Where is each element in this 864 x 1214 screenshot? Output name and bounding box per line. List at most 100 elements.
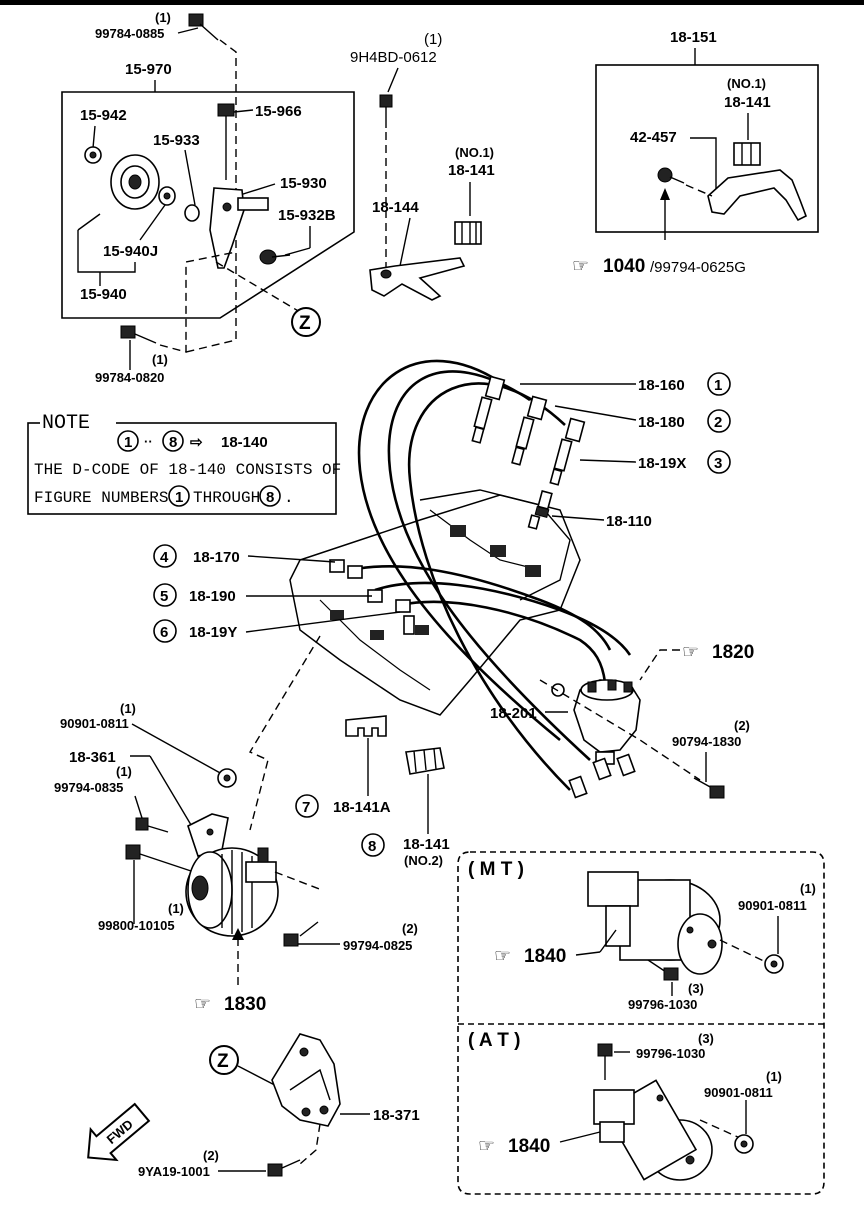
mount-bolt-qty: (2)	[203, 1148, 219, 1163]
ref-pointer-icon: ☞	[682, 642, 699, 663]
cylinder-head-icon	[289, 489, 581, 716]
leader-line	[139, 204, 166, 241]
svg-text:THROUGH: THROUGH	[193, 489, 260, 507]
callout-7: 7	[295, 794, 319, 818]
note-title: NOTE	[42, 412, 90, 435]
long-bolt-icon	[125, 844, 201, 875]
plug-boot-4-icon	[329, 559, 415, 635]
svg-text:1: 1	[714, 377, 722, 394]
alt-bolt1-qty: (1)	[116, 764, 132, 779]
arrow-icon	[232, 928, 244, 940]
pulley-icon	[110, 154, 160, 210]
leader-line	[575, 951, 601, 956]
svg-text:1: 1	[124, 434, 132, 451]
ref-1040: 1040	[603, 256, 645, 277]
assy-15-970-box	[61, 91, 355, 319]
bolt-icon	[120, 325, 157, 344]
plug-boot-3-icon	[549, 417, 586, 486]
arrow-icon	[660, 188, 670, 200]
leader-bracket	[77, 230, 136, 273]
leader-line	[690, 137, 717, 200]
callout-3: 3	[707, 450, 731, 474]
clip-no1-b-qty: (NO.1)	[727, 76, 766, 91]
mt-at-box	[457, 851, 825, 1195]
leader-dashed	[274, 871, 323, 891]
bolt-top-qty: (1)	[155, 10, 171, 25]
label-15-940j: 15-940J	[103, 243, 158, 260]
adjust-bolt-icon	[217, 103, 235, 180]
callout-8: 8	[361, 833, 385, 857]
ref-pointer-icon: ☞	[494, 946, 511, 967]
ref-1830: 1830	[224, 994, 266, 1015]
spark-plug-icon	[527, 489, 553, 530]
leader-dashed	[719, 939, 771, 965]
bolt-bottom-pn: 99784-0820	[95, 370, 164, 385]
nut-icon	[217, 768, 237, 788]
clip-no1-b-pn: 18-141	[724, 94, 771, 111]
callout-5: 5	[153, 583, 177, 607]
bolt-icon	[188, 13, 219, 41]
clip-7-pn: 18-141A	[333, 799, 391, 816]
leader-line	[245, 611, 401, 633]
svg-text:3: 3	[714, 455, 722, 472]
distributor-icon	[551, 679, 641, 765]
fwd-arrow-icon: FWD	[87, 1102, 151, 1162]
starter-mt-icon	[587, 871, 723, 975]
leader-line	[551, 515, 605, 521]
clip-8-icon	[405, 747, 445, 775]
clip-no1-a-qty: (NO.1)	[455, 145, 494, 160]
note-box	[27, 422, 337, 515]
top-border	[0, 0, 864, 5]
label-15-942: 15-942	[80, 107, 127, 124]
leader-dashed	[685, 184, 713, 197]
svg-text:4: 4	[160, 549, 169, 566]
clip-no1-a-pn: 18-141	[448, 162, 495, 179]
leader-dashed	[248, 635, 321, 831]
bolt-icon	[657, 167, 685, 184]
bolt-pn-9h4bd: 9H4BD-0612	[350, 49, 437, 66]
leader-line	[239, 183, 276, 196]
svg-text:8: 8	[266, 489, 274, 506]
bracket-42-457-label: 42-457	[630, 129, 677, 146]
leader-line	[92, 125, 96, 149]
svg-text:7: 7	[302, 799, 310, 816]
mount-bolt-pn: 9YA19-1001	[138, 1164, 210, 1179]
label-15-932b: 15-932B	[278, 207, 336, 224]
alt-bolt3-qty: (2)	[402, 921, 418, 936]
at-bolt-qty: (3)	[698, 1031, 714, 1046]
ref-1840-mt: 1840	[524, 946, 566, 967]
leader-line	[599, 929, 617, 953]
ref-1840-at: 1840	[508, 1136, 550, 1157]
mt-nut-pn: 90901-0811	[738, 898, 807, 913]
svg-text:1: 1	[175, 489, 183, 506]
leader-line	[184, 149, 196, 206]
bolt-bottom-qty: (1)	[152, 352, 168, 367]
svg-text:6: 6	[160, 624, 168, 641]
alt-bolt2-pn: 99800-10105	[98, 918, 175, 933]
alt-bolt3-pn: 99794-0825	[343, 938, 412, 953]
bolt-icon	[135, 817, 169, 833]
clip-icon	[733, 142, 761, 166]
mt-bolt-qty: (3)	[688, 981, 704, 996]
svg-text:2: 2	[714, 414, 722, 431]
callout-4: 4	[153, 544, 177, 568]
assy-18-151-box	[595, 64, 819, 233]
svg-text:.: .	[284, 489, 294, 507]
svg-text:FIGURE NUMBERS: FIGURE NUMBERS	[34, 489, 168, 507]
alt-bracket-pn: 18-361	[69, 749, 116, 766]
nut-icon	[734, 1134, 754, 1154]
label-15-930: 15-930	[280, 175, 327, 192]
leader-line	[387, 67, 399, 93]
svg-text:Z: Z	[299, 313, 311, 334]
leader-line	[77, 213, 101, 231]
coil-boots-icon	[568, 753, 636, 799]
svg-text:5: 5	[160, 588, 168, 605]
bolt-icon	[283, 921, 319, 947]
washer-icon	[184, 204, 200, 222]
nut-icon	[84, 146, 102, 164]
leader-dashed	[639, 649, 680, 681]
leader-line	[247, 555, 336, 563]
wire-5-pn: 18-190	[189, 588, 236, 605]
mt-nut-qty: (1)	[800, 881, 816, 896]
